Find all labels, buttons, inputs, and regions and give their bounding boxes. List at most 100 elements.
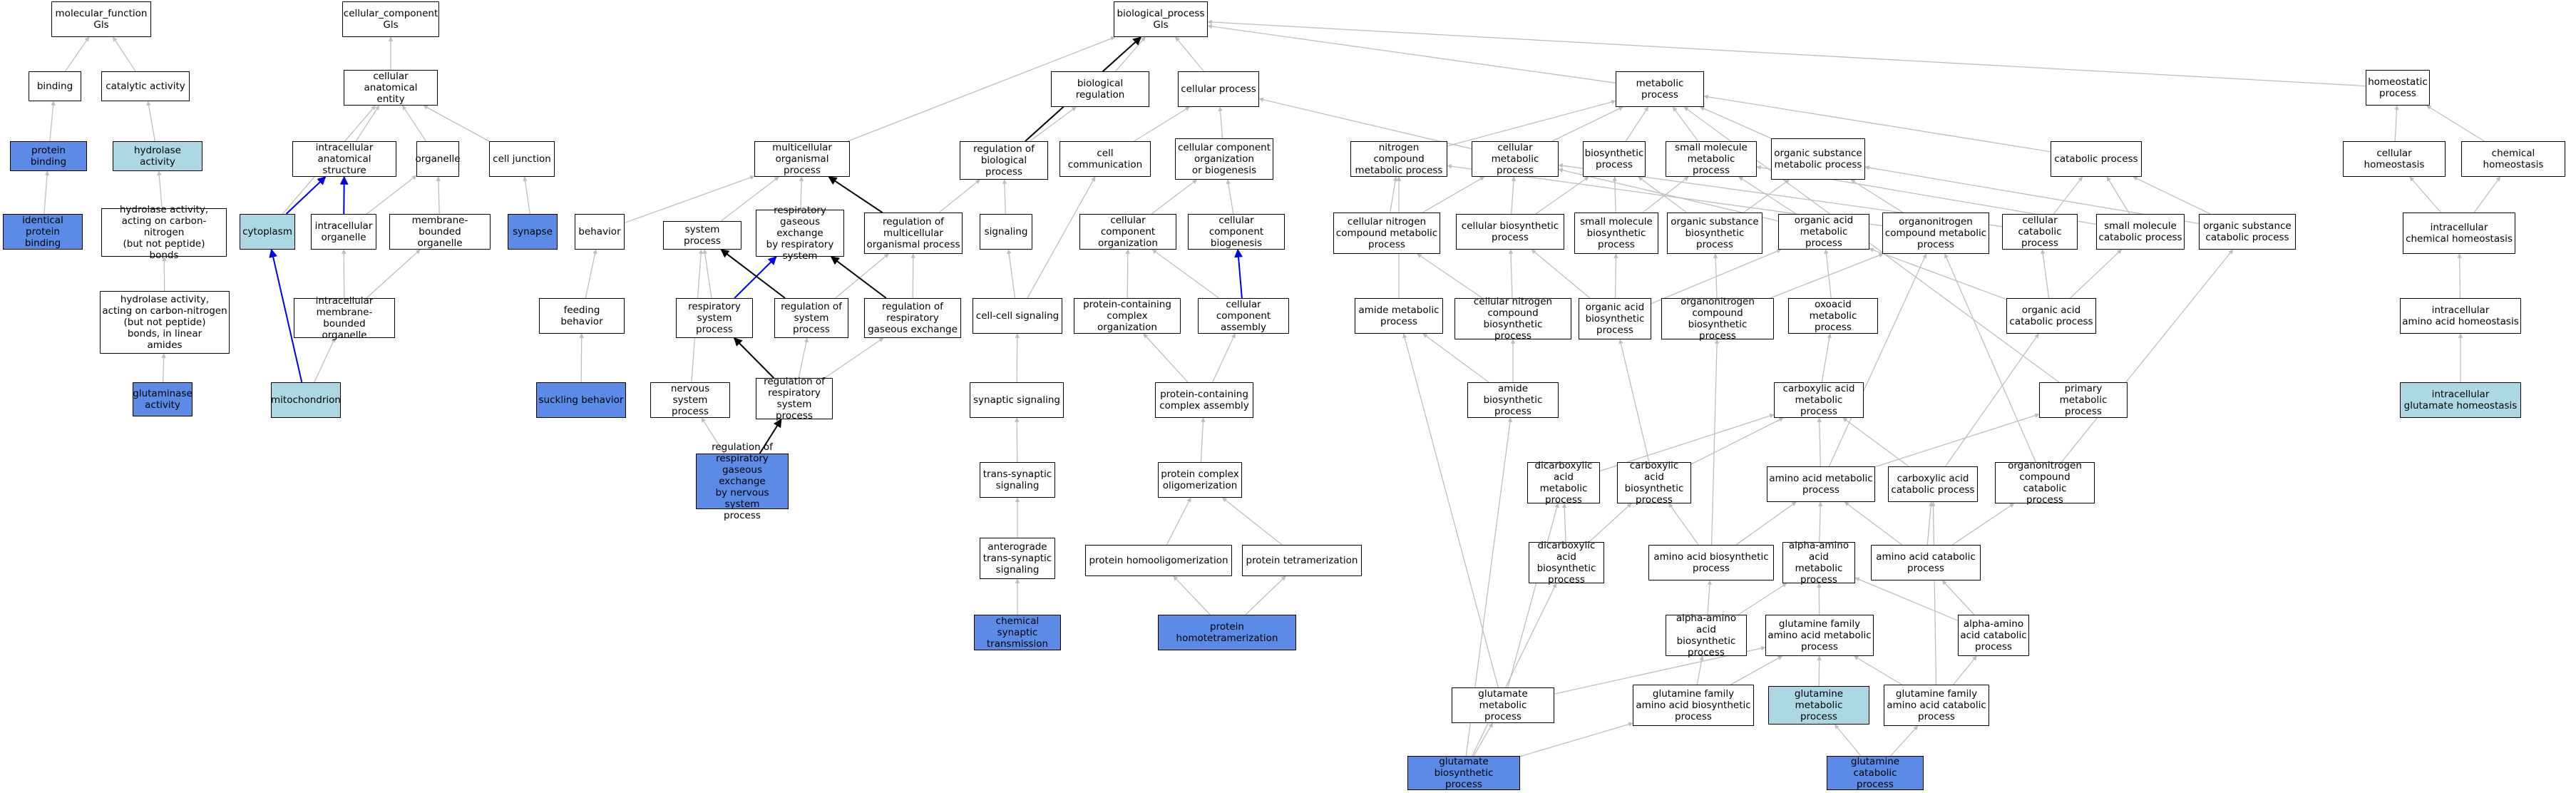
term-node-alpha-amino-acid-metabolic[interactable]: alpha-amino acid metabolic process [1782, 540, 1855, 585]
term-node-cellular-catabolic[interactable]: cellular catabolic process [2002, 214, 2078, 250]
term-node-intracellular-organelle[interactable]: intracellular organelle [311, 214, 376, 250]
term-node-cell-cell-signaling[interactable]: cell-cell signaling [973, 298, 1062, 334]
term-node-cytoplasm[interactable]: cytoplasm [240, 214, 295, 250]
term-node-suckling-behavior[interactable]: suckling behavior [536, 382, 626, 418]
term-node-cellular-process[interactable]: cellular process [1178, 71, 1259, 107]
term-node-cell-junction[interactable]: cell junction [489, 141, 555, 177]
term-node-protein-tetramerization[interactable]: protein tetramerization [1242, 545, 1362, 576]
term-node-reg-respiratory-gas-exchange[interactable]: regulation of respiratory gaseous exchan… [864, 298, 961, 338]
term-node-protein-homotetramerization[interactable]: protein homotetramerization [1158, 615, 1296, 650]
term-node-cellular-nitrogen-compound-biosynthetic[interactable]: cellular nitrogen compound biosynthetic … [1454, 296, 1571, 342]
term-node-catalytic-activity[interactable]: catalytic activity [101, 71, 190, 101]
term-node-primary-metabolic[interactable]: primary metabolic process [2039, 382, 2128, 418]
term-node-amide-biosynthetic[interactable]: amide biosynthetic process [1467, 382, 1559, 418]
term-node-mitochondrion[interactable]: mitochondrion [271, 382, 341, 418]
term-node-feeding-behavior[interactable]: feeding behavior [539, 298, 625, 334]
term-node-glutamate-biosynthetic[interactable]: glutamate biosynthetic process [1407, 756, 1520, 790]
term-node-hydrolase-activity[interactable]: hydrolase activity [113, 141, 202, 171]
term-node-carboxylic-acid-catabolic[interactable]: carboxylic acid catabolic process [1888, 466, 1978, 502]
term-node-trans-synaptic-signaling[interactable]: trans-synaptic signaling [980, 462, 1055, 498]
term-node-cellular-component[interactable]: cellular_component Gls [342, 1, 439, 37]
term-node-behavior[interactable]: behavior [575, 214, 625, 250]
term-node-cellular-biosynthetic[interactable]: cellular biosynthetic process [1456, 214, 1564, 250]
term-node-amide-metabolic[interactable]: amide metabolic process [1355, 298, 1443, 334]
term-node-membrane-bounded-organelle[interactable]: membrane-bounded organelle [389, 214, 491, 250]
term-node-biological-regulation[interactable]: biological regulation [1051, 71, 1149, 107]
term-node-oxoacid-metabolic[interactable]: oxoacid metabolic process [1788, 298, 1878, 334]
term-node-metabolic-process[interactable]: metabolic process [1616, 71, 1704, 107]
term-node-cc-org-biogenesis[interactable]: cellular component organization or bioge… [1175, 138, 1273, 180]
term-node-cc-biogenesis[interactable]: cellular component biogenesis [1188, 214, 1285, 250]
term-node-cc-assembly[interactable]: cellular component assembly [1198, 298, 1289, 334]
term-node-protein-containing-complex-org[interactable]: protein-containing complex organization [1074, 298, 1181, 334]
term-node-organic-acid-catabolic[interactable]: organic acid catabolic process [2006, 298, 2096, 334]
term-node-cell-communication[interactable]: cell communication [1059, 141, 1151, 177]
term-node-intracellular-anatomical-structure[interactable]: intracellular anatomical structure [292, 141, 396, 177]
term-node-binding[interactable]: binding [29, 71, 81, 101]
term-node-respiratory-system-process[interactable]: respiratory system process [676, 298, 753, 338]
term-node-organic-substance-biosynthetic[interactable]: organic substance biosynthetic process [1667, 213, 1762, 254]
term-node-organic-substance-metabolic[interactable]: organic substance metabolic process [1771, 138, 1865, 180]
term-node-cellular-homeostasis[interactable]: cellular homeostasis [2343, 141, 2446, 177]
term-node-organonitrogen-compound-metabolic[interactable]: organonitrogen compound metabolic proces… [1882, 213, 1989, 254]
term-node-nervous-system-process[interactable]: nervous system process [650, 382, 730, 418]
term-node-biosynthetic-process[interactable]: biosynthetic process [1583, 141, 1646, 177]
term-node-amino-acid-biosynthetic[interactable]: amino acid biosynthetic process [1648, 545, 1774, 580]
term-node-anterograde-trans-synaptic[interactable]: anterograde trans-synaptic signaling [980, 538, 1055, 579]
term-node-intracellular-mb-organelle[interactable]: intracellular membrane-bounded organelle [294, 295, 395, 341]
term-node-organelle[interactable]: organelle [415, 141, 461, 177]
term-node-reg-multicellular[interactable]: regulation of multicellular organismal p… [864, 213, 963, 254]
term-node-identical-protein-binding[interactable]: identical protein binding [3, 214, 83, 250]
term-node-intracellular-amino-acid-homeostasis[interactable]: intracellular amino acid homeostasis [2400, 298, 2521, 334]
term-node-signaling[interactable]: signaling [980, 214, 1032, 250]
term-node-cellular-nitrogen-compound-metabolic[interactable]: cellular nitrogen compound metabolic pro… [1333, 213, 1440, 254]
term-node-reg-resp-gas-nervous[interactable]: regulation of respiratory gaseous exchan… [696, 441, 789, 521]
term-node-reg-system-process[interactable]: regulation of system process [774, 298, 848, 338]
term-node-glutamine-metabolic[interactable]: glutamine metabolic process [1768, 686, 1869, 725]
term-node-cellular-anatomical-entity[interactable]: cellular anatomical entity [344, 70, 438, 106]
term-node-system-process[interactable]: system process [663, 221, 742, 250]
term-node-amino-acid-catabolic[interactable]: amino acid catabolic process [1871, 545, 1981, 580]
term-node-respiratory-gas-exchange[interactable]: respiratory gaseous exchange by respirat… [756, 205, 844, 262]
term-node-alpha-amino-acid-catabolic[interactable]: alpha-amino acid catabolic process [1958, 615, 2029, 656]
term-node-glutamine-catabolic[interactable]: glutamine catabolic process [1827, 756, 1924, 790]
term-node-biological-process[interactable]: biological_process Gls [1114, 1, 1208, 37]
term-node-protein-containing-complex-assembly[interactable]: protein-containing complex assembly [1155, 382, 1253, 418]
term-node-organonitrogen-compound-biosynthetic[interactable]: organonitrogen compound biosynthetic pro… [1661, 296, 1774, 342]
term-node-protein-binding[interactable]: protein binding [10, 141, 87, 171]
term-node-organic-substance-catabolic[interactable]: organic substance catabolic process [2199, 214, 2296, 250]
term-node-nitrogen-compound-metabolic[interactable]: nitrogen compound metabolic process [1350, 141, 1447, 177]
term-node-glutamine-family-biosynthetic[interactable]: glutamine family amino acid biosynthetic… [1633, 685, 1754, 726]
term-node-cellular-metabolic[interactable]: cellular metabolic process [1472, 141, 1559, 177]
term-node-glutaminase-activity[interactable]: glutaminase activity [133, 382, 193, 416]
term-node-reg-respiratory-system-process[interactable]: regulation of respiratory system process [756, 376, 833, 421]
term-node-synaptic-signaling[interactable]: synaptic signaling [970, 382, 1064, 418]
term-node-dicarboxylic-acid-metabolic[interactable]: dicarboxylic acid metabolic process [1527, 460, 1600, 506]
term-node-cc-organization[interactable]: cellular component organization [1079, 214, 1176, 250]
term-node-small-molecule-catabolic[interactable]: small molecule catabolic process [2096, 214, 2185, 250]
term-node-organic-acid-metabolic[interactable]: organic acid metabolic process [1778, 214, 1869, 250]
term-node-intracellular-chemical-homeostasis[interactable]: intracellular chemical homeostasis [2403, 213, 2515, 254]
term-node-glutamate-metabolic[interactable]: glutamate metabolic process [1452, 687, 1554, 723]
term-node-molecular-function[interactable]: molecular_function Gls [51, 1, 151, 37]
term-node-glutamine-family-catabolic[interactable]: glutamine family amino acid catabolic pr… [1884, 685, 1989, 726]
term-node-organic-acid-biosynthetic[interactable]: organic acid biosynthetic process [1579, 298, 1651, 339]
term-node-hydrolase-cn[interactable]: hydrolase activity, acting on carbon-nit… [101, 204, 227, 261]
term-node-small-molecule-biosynthetic[interactable]: small molecule biosynthetic process [1574, 213, 1658, 254]
term-node-protein-complex-oligomerization[interactable]: protein complex oligomerization [1158, 462, 1242, 498]
term-node-intracellular-glutamate-homeostasis[interactable]: intracellular glutamate homeostasis [2400, 382, 2521, 418]
term-node-hydrolase-cn-linear[interactable]: hydrolase activity, acting on carbon-nit… [100, 291, 230, 354]
term-node-chemical-synaptic-transmission[interactable]: chemical synaptic transmission [974, 615, 1061, 650]
term-node-multicellular-organismal-process[interactable]: multicellular organismal process [754, 141, 850, 177]
term-node-glutamine-family-metabolic[interactable]: glutamine family amino acid metabolic pr… [1765, 615, 1874, 656]
term-node-dicarboxylic-acid-biosynthetic[interactable]: dicarboxylic acid biosynthetic process [1529, 540, 1604, 585]
term-node-carboxylic-acid-biosynthetic[interactable]: carboxylic acid biosynthetic process [1617, 460, 1691, 506]
term-node-alpha-amino-acid-biosynthetic[interactable]: alpha-amino acid biosynthetic process [1666, 613, 1747, 658]
term-node-amino-acid-metabolic[interactable]: amino acid metabolic process [1767, 466, 1875, 502]
term-node-homeostatic-process[interactable]: homeostatic process [2366, 70, 2430, 106]
term-node-chemical-homeostasis[interactable]: chemical homeostasis [2461, 141, 2565, 177]
term-node-catabolic-process[interactable]: catabolic process [2051, 141, 2142, 177]
term-node-synapse[interactable]: synapse [508, 214, 558, 250]
term-node-carboxylic-acid-metabolic[interactable]: carboxylic acid metabolic process [1774, 382, 1864, 418]
term-node-reg-biological-process[interactable]: regulation of biological process [960, 141, 1048, 180]
